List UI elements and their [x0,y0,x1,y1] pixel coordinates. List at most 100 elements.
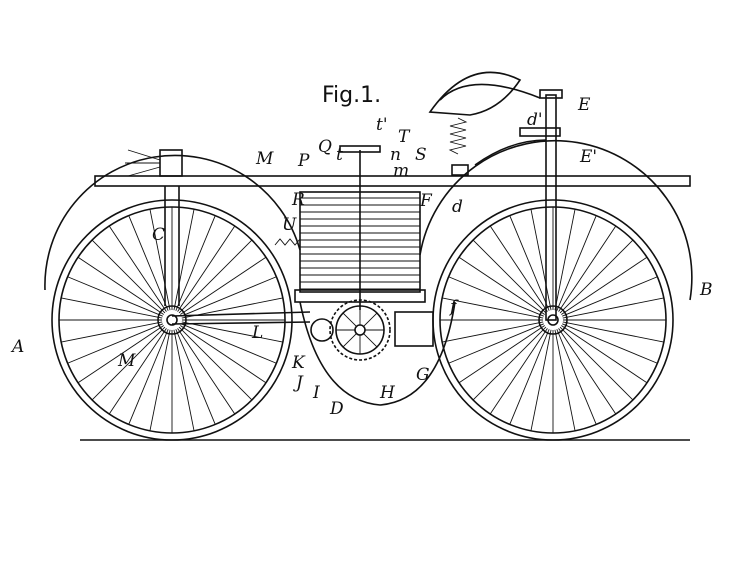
label-t-prime: t' [376,115,388,135]
spoke [509,329,550,425]
spoke [108,225,167,312]
spoke [448,323,544,364]
gear-spoke [342,333,357,348]
spoke [554,329,576,431]
spoke [173,209,195,311]
steering-post [545,94,557,321]
spoke [556,215,597,311]
lamp-icon [125,149,183,177]
spoke [180,325,267,384]
label-E-prime: E' [579,147,597,167]
label-F: F [419,191,433,211]
label-f: f [448,297,459,317]
spoke [442,297,544,319]
saddle-spring [448,117,468,155]
label-L: L [251,323,263,343]
spoke [180,256,267,315]
spoke [77,325,164,384]
spoke [128,329,169,425]
spoke [181,321,283,343]
spoke [559,239,634,314]
figure-title: Fig.1. [322,83,381,108]
spoke [175,215,216,311]
spoke [530,329,552,431]
label-m: m [393,161,409,181]
label-M-top: M [255,149,274,169]
label-H: H [379,383,396,403]
rear-wheel [51,199,293,441]
spoke [91,239,166,314]
label-n: n [390,145,401,165]
spoke [173,329,195,431]
spoke [175,329,216,425]
spoke [472,326,547,401]
label-B: B [699,280,713,300]
gear-spoke [342,312,357,327]
spoke [448,276,544,317]
label-R: R [291,190,305,210]
label-A: A [10,337,24,357]
label-E: E [577,95,591,115]
spoke [458,325,545,384]
spoke [442,321,544,343]
label-C: C [152,225,165,245]
label-T: T [398,127,411,147]
spoke [558,328,617,415]
spoke [61,297,163,319]
spoke [77,256,164,315]
spoke [181,276,277,317]
spoke [108,328,167,415]
spoke [556,329,597,425]
spoke [489,225,548,312]
spoke [562,297,664,319]
front-wheel [432,199,674,441]
label-d: d [452,197,463,217]
label-J: J [293,373,304,393]
label-d-prime: d' [527,110,543,130]
front-fender [419,139,693,301]
label-t: t [336,145,343,165]
spring-U [274,238,301,246]
spoke [67,276,163,317]
spoke [149,209,171,311]
spoke [562,323,658,364]
spoke [530,209,552,311]
label-G: G [416,365,430,385]
gear-spoke [363,312,378,327]
label-I: I [312,383,320,403]
label-Q: Q [318,137,332,157]
spoke [177,328,236,415]
label-M-hub: M [117,351,136,371]
spoke [472,239,547,314]
spoke [178,326,253,401]
spoke [562,276,658,317]
spoke [61,321,163,343]
spoke [458,256,545,315]
spoke [554,209,576,311]
spoke [149,329,171,431]
label-S: S [415,145,427,165]
label-D: D [329,399,344,419]
frame-bar [94,175,691,187]
spoke [489,328,548,415]
spoke [509,215,550,311]
spoke [558,225,617,312]
gear-wheel [329,299,391,361]
spoke [181,323,277,364]
spoke [91,326,166,401]
crank-case [299,301,456,406]
label-U: U [282,215,297,235]
saddle [428,71,522,116]
spoke [562,321,664,343]
spoke [559,326,634,401]
label-P: P [297,151,310,171]
spoke [128,215,169,311]
spoke [67,323,163,364]
spoke [561,256,648,315]
gear-spoke [363,333,378,348]
spoke [177,225,236,312]
handlebar [439,83,541,101]
spoke [178,239,253,314]
